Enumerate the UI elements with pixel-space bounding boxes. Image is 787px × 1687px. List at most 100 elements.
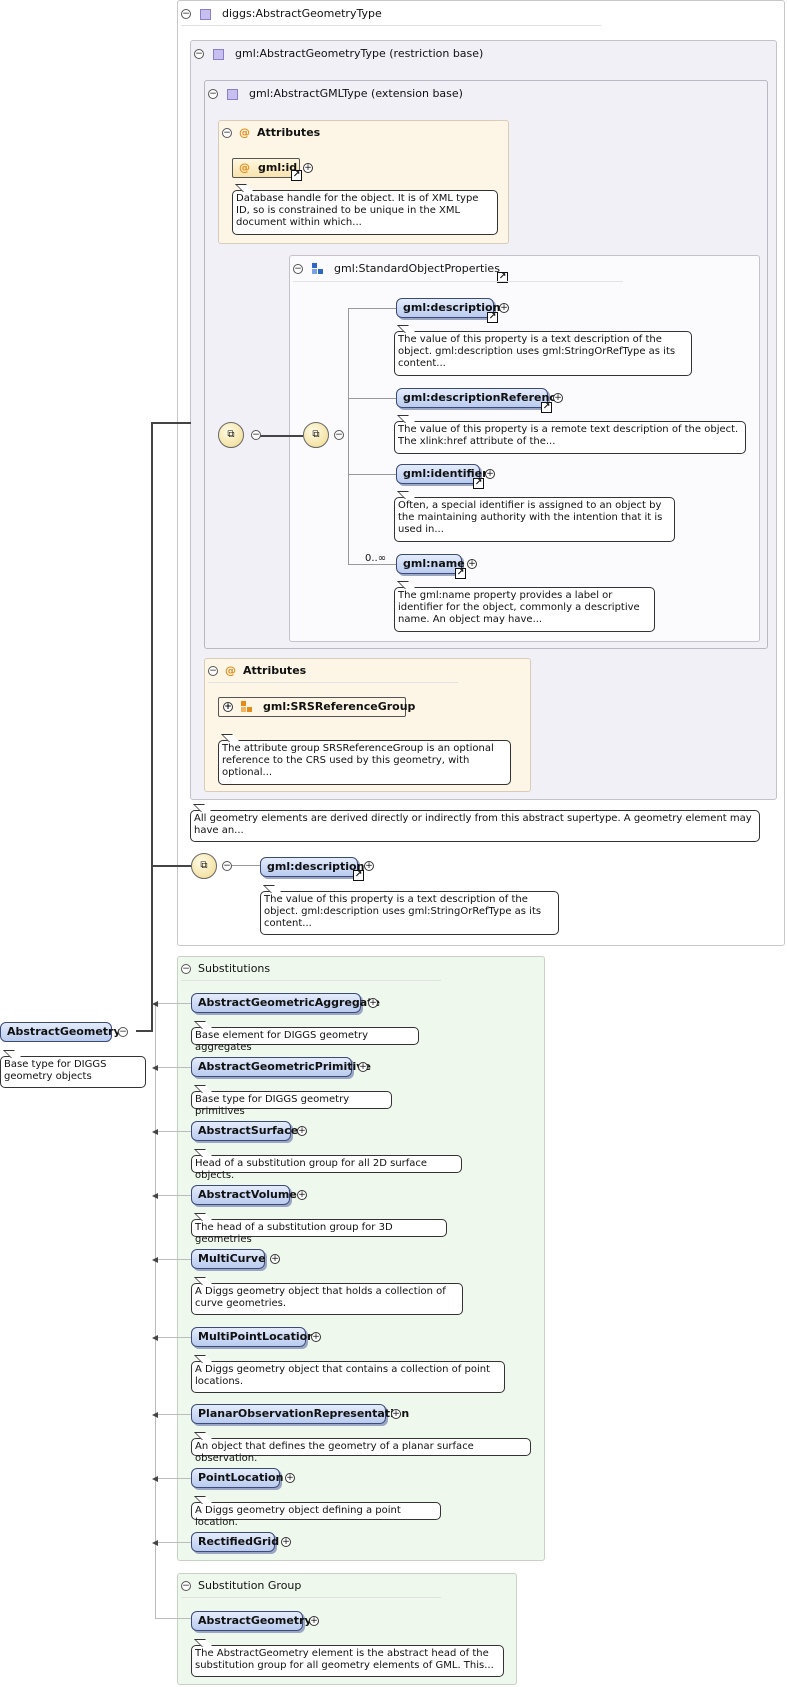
expand-icon[interactable]: + xyxy=(391,1409,401,1419)
expand-icon[interactable]: + xyxy=(297,1190,307,1200)
extension-collapse-toggle[interactable]: − xyxy=(208,89,218,99)
reference-icon[interactable]: ↗ xyxy=(541,402,552,413)
reference-icon[interactable]: ↗ xyxy=(353,870,364,881)
substitution-doc: An object that defines the geometry of a… xyxy=(191,1438,531,1464)
connector-line xyxy=(158,1478,191,1479)
substitution-doc: A Diggs geometry object defining a point… xyxy=(191,1502,441,1528)
expand-icon[interactable]: + xyxy=(309,1616,319,1626)
substitution-item[interactable]: PlanarObservationRepresentation xyxy=(191,1404,409,1424)
cardinality-label: 0..∞ xyxy=(365,553,387,564)
substitutions-collapse-toggle[interactable]: − xyxy=(181,964,191,974)
substitution-item[interactable]: AbstractGeometricPrimitive xyxy=(191,1057,371,1077)
expand-icon[interactable]: + xyxy=(358,1062,368,1072)
reference-icon[interactable]: ↗ xyxy=(487,312,498,323)
element-doc: The gml:name property provides a label o… xyxy=(394,587,655,632)
connector-line xyxy=(348,308,396,309)
reference-icon[interactable]: ↗ xyxy=(497,272,508,283)
element-description[interactable]: gml:description xyxy=(396,298,500,318)
expand-icon[interactable]: + xyxy=(311,1332,321,1342)
expand-icon[interactable]: + xyxy=(297,1126,307,1136)
expand-icon[interactable]: + xyxy=(285,1473,295,1483)
expand-icon[interactable]: + xyxy=(223,702,233,712)
arrow-icon xyxy=(152,1001,158,1007)
attribute-group-srs[interactable]: + gml:SRSReferenceGroup xyxy=(218,697,415,717)
divider xyxy=(181,980,441,981)
reference-icon[interactable]: ↗ xyxy=(455,568,466,579)
element-doc: The value of this property is a remote t… xyxy=(394,421,746,454)
connector-line xyxy=(158,1414,191,1415)
substitution-item[interactable]: RectifiedGrid xyxy=(191,1532,279,1552)
attribute-gml-id[interactable]: @ gml:id xyxy=(232,158,300,178)
root-element[interactable]: AbstractGeometry xyxy=(0,1022,121,1042)
substitution-group-head[interactable]: AbstractGeometry xyxy=(191,1611,312,1631)
connector-line xyxy=(151,422,191,424)
connector-line xyxy=(151,422,153,1032)
group-icon xyxy=(312,263,324,275)
substitution-item[interactable]: PointLocation xyxy=(191,1468,283,1488)
connector-line xyxy=(158,1542,191,1543)
substitution-item[interactable]: AbstractSurface xyxy=(191,1121,298,1141)
complex-type-icon xyxy=(200,9,211,20)
attributes-label: Attributes xyxy=(257,126,321,139)
connector-line xyxy=(158,1195,191,1196)
attribute-icon: @ xyxy=(239,161,250,174)
sequence-collapse-toggle[interactable]: − xyxy=(251,430,261,440)
substitution-item[interactable]: MultiPointLocation xyxy=(191,1327,315,1347)
root-doc: Base type for DIGGS geometry objects xyxy=(0,1056,146,1088)
expand-icon[interactable]: + xyxy=(467,559,477,569)
expand-icon[interactable]: + xyxy=(485,469,495,479)
element-description-reference[interactable]: gml:descriptionReference xyxy=(396,388,563,408)
expand-icon[interactable]: + xyxy=(281,1537,291,1547)
arrow-icon xyxy=(152,1335,158,1341)
substitution-item[interactable]: MultiCurve xyxy=(191,1249,266,1269)
substitution-group-doc: The AbstractGeometry element is the abst… xyxy=(191,1645,504,1677)
substitution-item[interactable]: AbstractGeometricAggregate xyxy=(191,993,380,1013)
sequence-collapse-toggle[interactable]: − xyxy=(334,430,344,440)
sequence-icon: ⧉ xyxy=(303,422,329,448)
attribute-group-doc: The attribute group SRSReferenceGroup is… xyxy=(218,740,511,785)
connector-line xyxy=(155,1618,191,1619)
attribute-icon: @ xyxy=(225,664,236,677)
expand-icon[interactable]: + xyxy=(303,163,313,173)
arrow-icon xyxy=(152,1065,158,1071)
expand-icon[interactable]: + xyxy=(270,1254,280,1264)
connector-line xyxy=(158,1131,191,1132)
restriction-collapse-toggle[interactable]: − xyxy=(194,49,204,59)
connector-line xyxy=(151,865,191,867)
std-props-title: gml:StandardObjectProperties xyxy=(334,262,500,275)
expand-icon[interactable]: + xyxy=(368,998,378,1008)
expand-icon[interactable]: + xyxy=(364,861,374,871)
arrow-icon xyxy=(152,1476,158,1482)
substitution-doc: Head of a substitution group for all 2D … xyxy=(191,1155,462,1181)
sequence-icon: ⧉ xyxy=(218,422,244,448)
std-props-collapse-toggle[interactable]: − xyxy=(293,264,303,274)
element-identifier[interactable]: gml:identifier xyxy=(396,464,488,484)
expand-icon[interactable]: + xyxy=(499,303,509,313)
element-doc: The value of this property is a text des… xyxy=(394,331,692,376)
attribute-group-name: gml:SRSReferenceGroup xyxy=(263,700,416,713)
root-collapse-toggle[interactable]: − xyxy=(118,1027,128,1037)
extension-title: gml:AbstractGMLType (extension base) xyxy=(249,87,463,100)
reference-icon[interactable]: ↗ xyxy=(473,478,484,489)
attributes-collapse-toggle[interactable]: − xyxy=(222,128,232,138)
reference-icon[interactable]: ↗ xyxy=(291,170,302,181)
connector-line xyxy=(348,308,349,564)
connector-line xyxy=(348,474,396,475)
substitutions-title: Substitutions xyxy=(198,962,271,975)
element-description[interactable]: gml:description xyxy=(260,857,364,877)
divider xyxy=(208,682,458,683)
substitution-doc: A Diggs geometry object that contains a … xyxy=(191,1361,505,1393)
substitution-item[interactable]: AbstractVolume xyxy=(191,1185,297,1205)
type-collapse-toggle[interactable]: − xyxy=(181,9,191,19)
attributes-collapse-toggle[interactable]: − xyxy=(208,666,218,676)
arrow-icon xyxy=(152,1193,158,1199)
element-name[interactable]: gml:name xyxy=(396,554,465,574)
expand-icon[interactable]: + xyxy=(553,393,563,403)
sequence-collapse-toggle[interactable]: − xyxy=(222,861,232,871)
connector-line xyxy=(348,564,396,565)
arrow-icon xyxy=(152,1540,158,1546)
connector-line xyxy=(158,1003,191,1004)
arrow-icon xyxy=(152,1129,158,1135)
substitution-group-collapse-toggle[interactable]: − xyxy=(181,1581,191,1591)
divider xyxy=(293,281,623,282)
